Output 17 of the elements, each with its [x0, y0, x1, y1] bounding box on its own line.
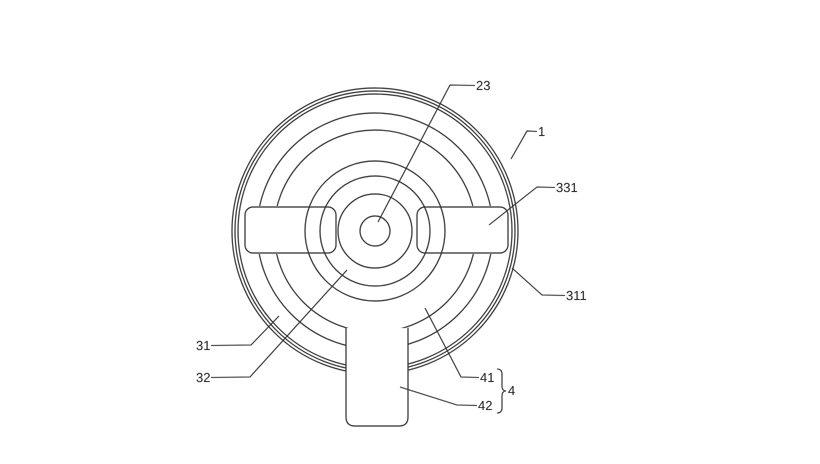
- leader-line: [424, 308, 480, 378]
- callout-number: 311: [566, 288, 587, 303]
- callout-number: 32: [196, 370, 210, 385]
- callout-number: 41: [480, 370, 494, 385]
- leader-line: [211, 316, 280, 346]
- callout-number: 1: [538, 124, 546, 139]
- leader-line: [488, 186, 556, 226]
- leader-line: [512, 268, 566, 296]
- callout-number: 4: [508, 383, 516, 398]
- callout-number: 23: [476, 78, 490, 93]
- leader-line: [400, 386, 478, 406]
- leader-line: [378, 84, 476, 222]
- callout-number: 42: [478, 398, 492, 413]
- leader-line: [510, 130, 538, 160]
- callout-number: 331: [556, 180, 578, 195]
- leader-line: [211, 270, 348, 378]
- callout-number: 31: [196, 338, 210, 353]
